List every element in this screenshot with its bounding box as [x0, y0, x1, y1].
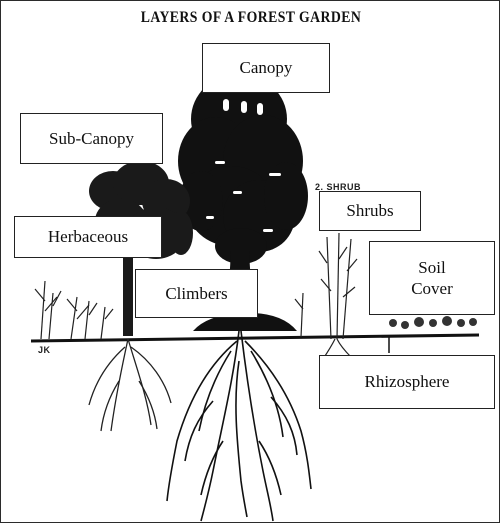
label-shrubs-text: Shrubs — [346, 200, 393, 221]
shrub-plants — [295, 233, 357, 339]
ground-line — [31, 335, 479, 341]
label-soil-cover: Soil Cover — [369, 241, 495, 315]
label-climbers-text: Climbers — [165, 283, 227, 304]
label-sub-canopy-text: Sub-Canopy — [49, 128, 134, 149]
label-soil-cover-line1: Soil — [418, 257, 445, 278]
label-canopy: Canopy — [202, 43, 330, 93]
label-herbaceous-text: Herbaceous — [48, 226, 128, 247]
soil-cover-plants — [389, 316, 477, 329]
sub-canopy-roots — [89, 339, 171, 431]
label-herbaceous: Herbaceous — [14, 216, 162, 258]
label-climbers: Climbers — [135, 269, 258, 318]
label-sub-canopy: Sub-Canopy — [20, 113, 163, 164]
root-system — [167, 331, 311, 521]
label-rhizosphere: Rhizosphere — [319, 355, 495, 409]
label-rhizosphere-text: Rhizosphere — [365, 371, 450, 392]
label-soil-cover-line2: Cover — [411, 278, 453, 299]
page-title: LAYERS OF A FOREST GARDEN — [36, 9, 466, 27]
herbaceous-plants — [35, 281, 113, 339]
label-shrubs: Shrubs — [319, 191, 421, 231]
label-canopy-text: Canopy — [240, 57, 293, 78]
ground-mark: JK — [38, 345, 51, 355]
